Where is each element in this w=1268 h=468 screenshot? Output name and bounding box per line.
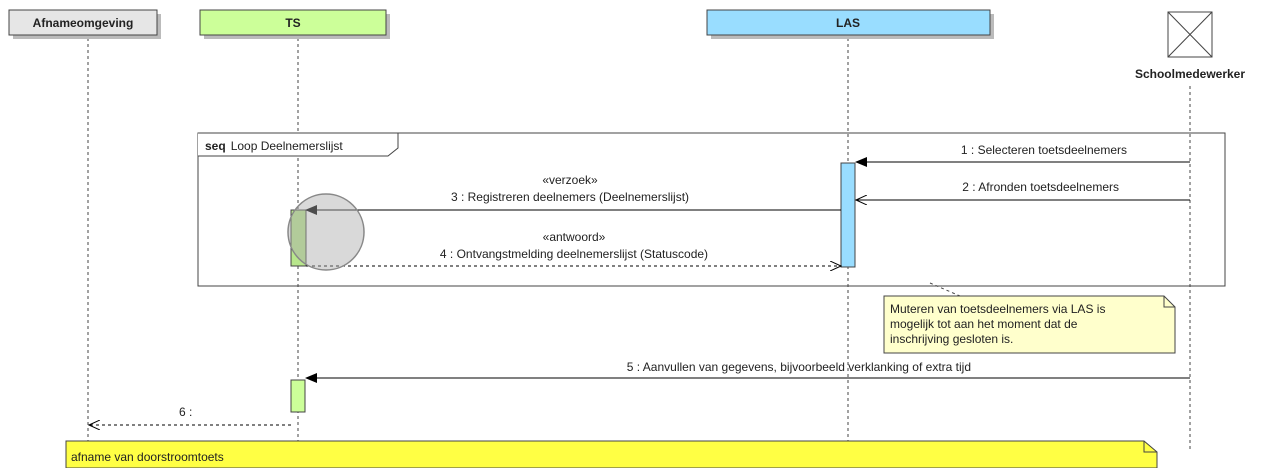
message-6[interactable]: 6 : (89, 405, 291, 425)
message-1[interactable]: 1 : Selecteren toetsdeelnemers (855, 143, 1190, 167)
message-4-label: 4 : Ontvangstmelding deelnemerslijst (St… (440, 247, 708, 261)
message-4-stereotype: «antwoord» (543, 230, 606, 244)
ts-label: TS (285, 16, 300, 30)
bottom-note[interactable]: afname van doorstroomtoets (65, 440, 1158, 468)
message-3[interactable]: «verzoek» 3 : Registreren deelnemers (De… (305, 173, 841, 215)
school-actor[interactable]: Schoolmedewerker (1135, 11, 1245, 81)
message-2[interactable]: 2 : Afronden toetsdeelnemers (856, 180, 1190, 200)
ts-activation-2 (290, 379, 306, 413)
las-note-line-2: mogelijk tot aan het moment dat de (890, 317, 1078, 331)
message-3-label: 3 : Registreren deelnemers (Deelnemersli… (451, 190, 689, 204)
ts-activation-1 (290, 209, 307, 267)
message-6-label: 6 : (179, 405, 192, 419)
message-4[interactable]: «antwoord» 4 : Ontvangstmelding deelneme… (306, 230, 841, 266)
fragment-label: Loop Deelnemerslijst (231, 139, 344, 153)
message-2-label: 2 : Afronden toetsdeelnemers (962, 180, 1119, 194)
las-note-line-3: inschrijving gesloten is. (890, 332, 1013, 346)
fragment-operator: seq (205, 139, 226, 153)
loop-fragment: seq Loop Deelnemerslijst (197, 132, 1226, 287)
ts-header[interactable]: TS (199, 9, 390, 39)
las-note[interactable]: Muteren van toetsdeelnemers via LAS is m… (883, 295, 1176, 354)
afname-header[interactable]: Afnameomgeving (8, 9, 161, 39)
las-note-line-1: Muteren van toetsdeelnemers via LAS is (890, 302, 1105, 316)
las-header[interactable]: LAS (706, 9, 994, 39)
las-label: LAS (836, 16, 860, 30)
afname-label: Afnameomgeving (33, 16, 134, 30)
school-label: Schoolmedewerker (1135, 67, 1245, 81)
message-5[interactable]: 5 : Aanvullen van gegevens, bijvoorbeeld… (305, 360, 1190, 383)
message-3-stereotype: «verzoek» (542, 173, 598, 187)
cursor-highlight-icon (287, 193, 365, 271)
note-connector (929, 282, 961, 297)
bottom-note-text: afname van doorstroomtoets (71, 450, 224, 464)
las-activation (840, 162, 856, 268)
message-1-label: 1 : Selecteren toetsdeelnemers (961, 143, 1127, 157)
message-5-label: 5 : Aanvullen van gegevens, bijvoorbeeld… (627, 360, 971, 374)
